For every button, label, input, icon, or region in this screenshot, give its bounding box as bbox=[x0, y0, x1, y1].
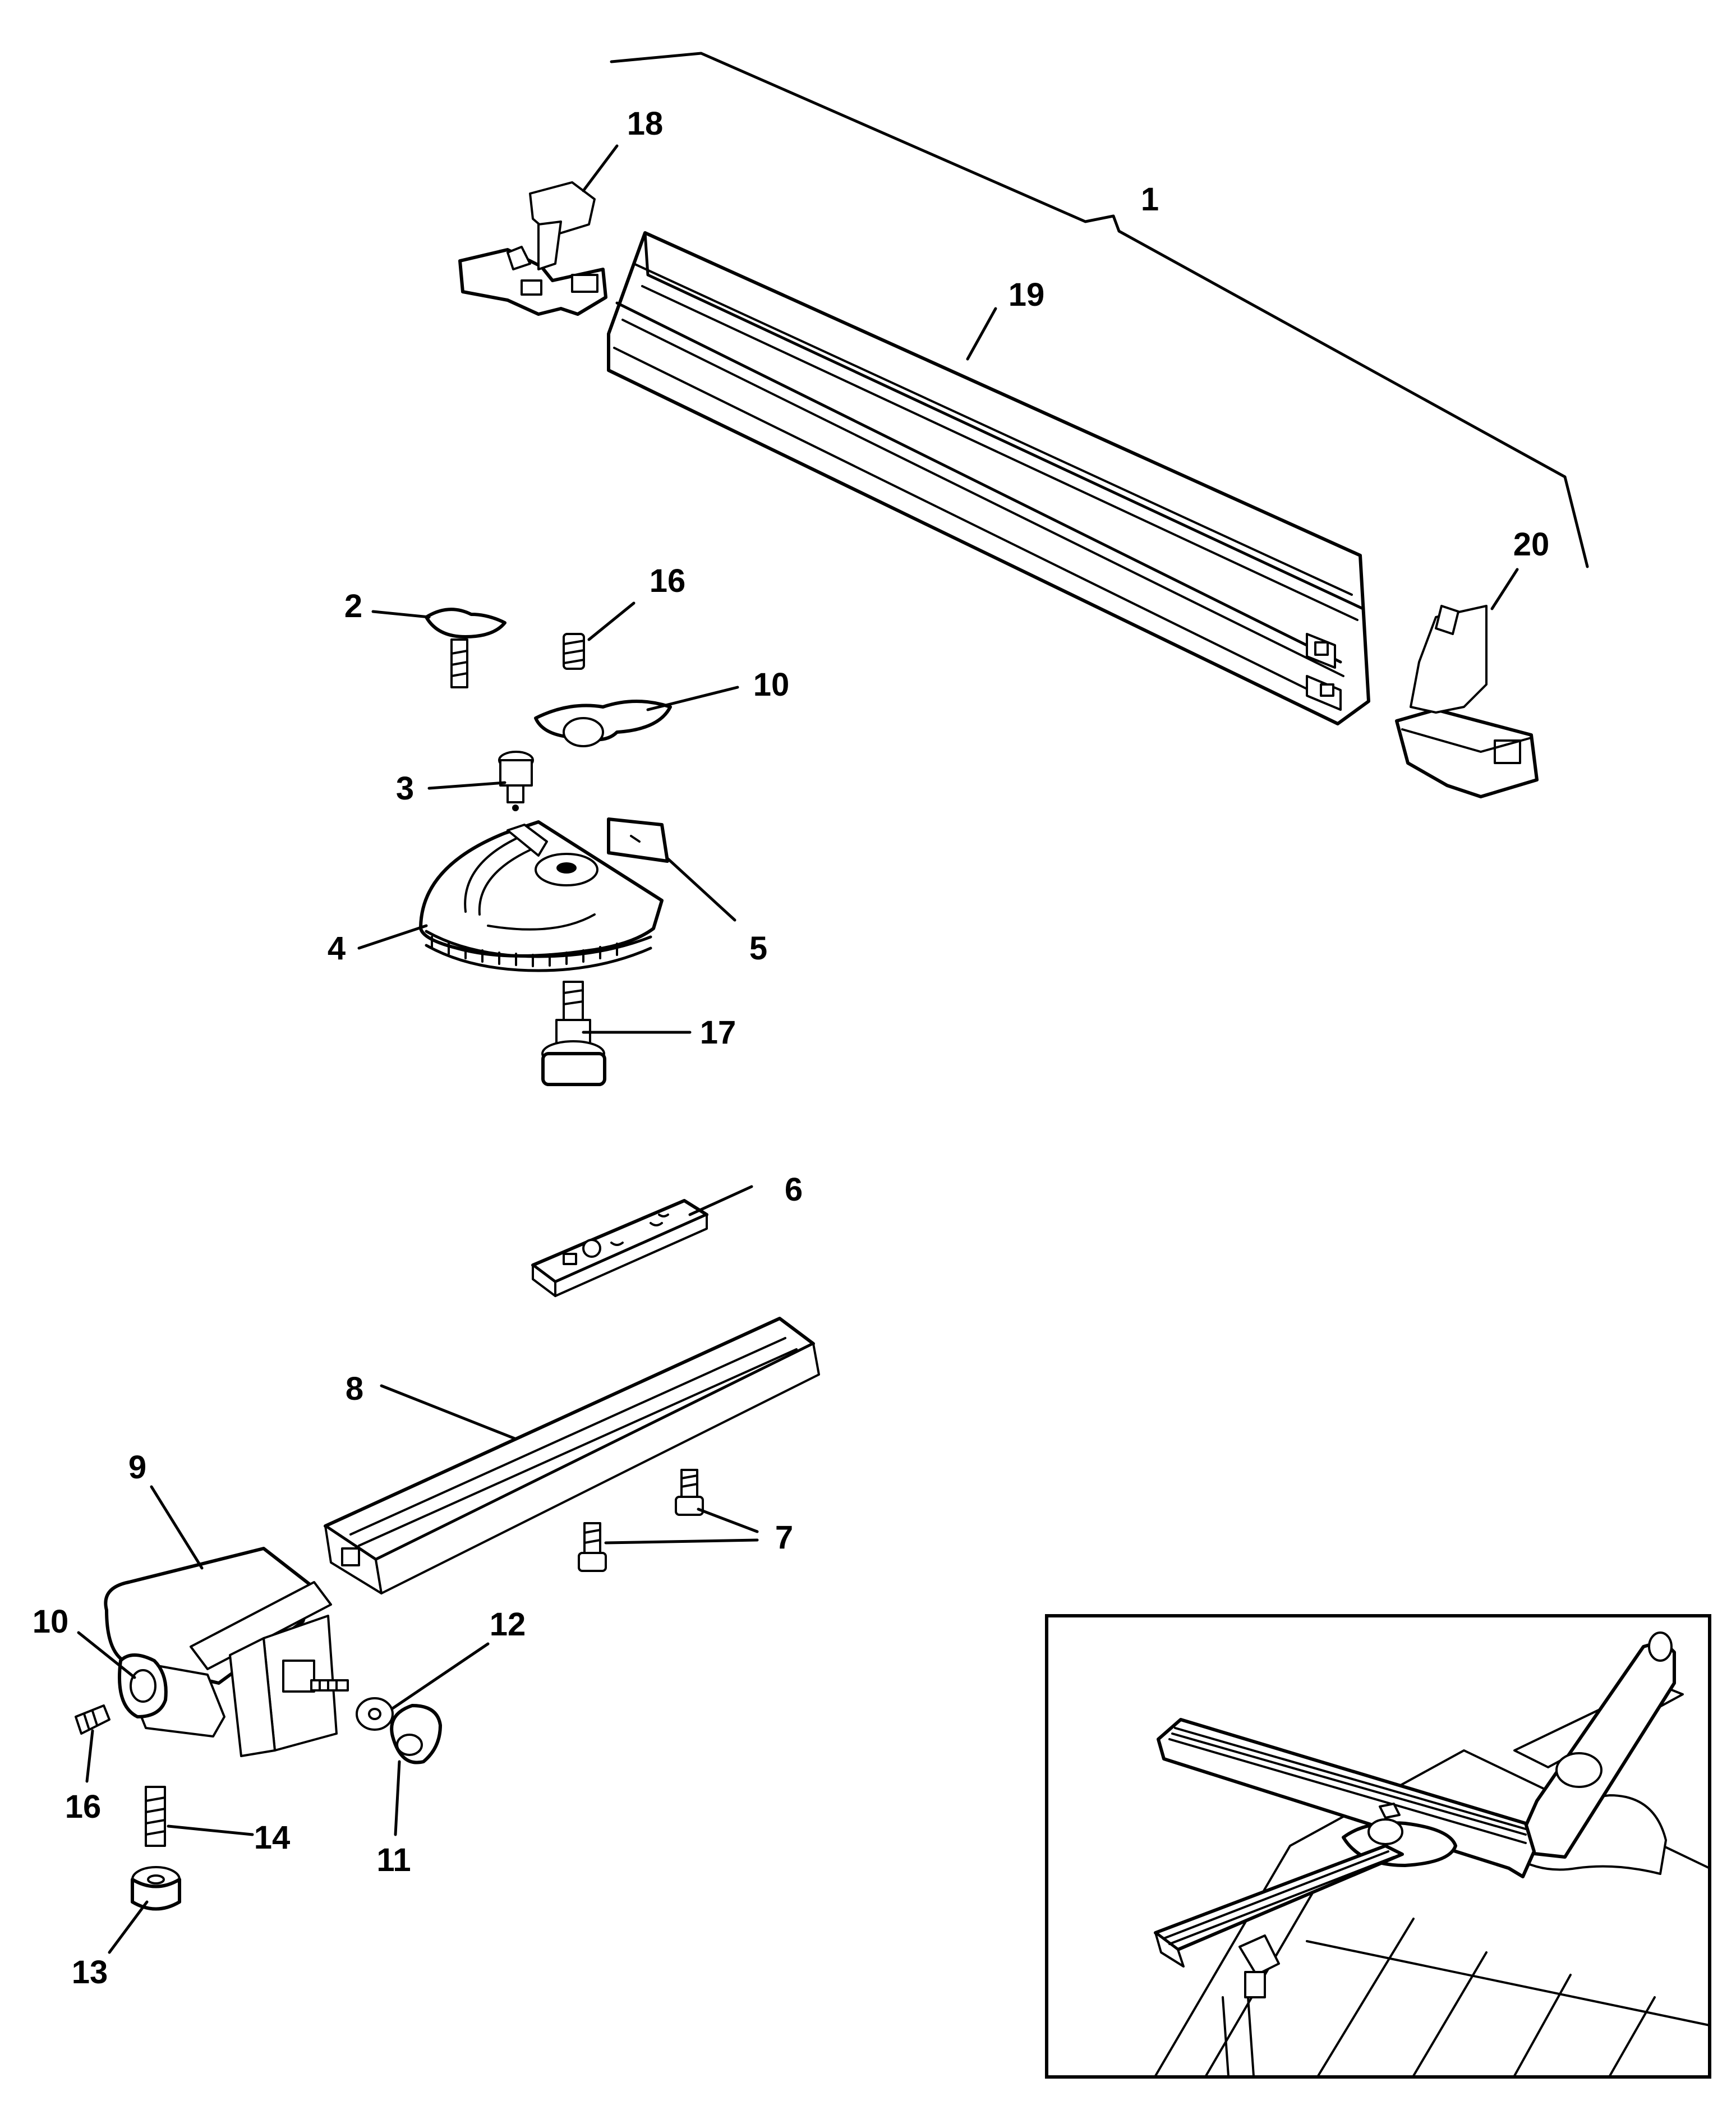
part-19-fence-rail bbox=[607, 231, 1370, 725]
callout-1: 1 bbox=[1141, 181, 1159, 218]
part-6-slide-plate bbox=[531, 1199, 708, 1297]
part-14-threaded-stud bbox=[145, 1786, 166, 1847]
part-16-set-screw-upper bbox=[563, 633, 585, 670]
degree-scale-ticks bbox=[431, 936, 618, 967]
part-12-washer bbox=[356, 1697, 394, 1731]
part-11-wing-nut bbox=[390, 1704, 442, 1764]
part-4-protractor-head bbox=[419, 820, 664, 972]
callout-8: 8 bbox=[346, 1371, 363, 1407]
part-20-end-cap bbox=[1395, 605, 1539, 798]
callout-16-lower: 16 bbox=[65, 1789, 102, 1825]
part-7-screw-b bbox=[578, 1522, 607, 1572]
part-8-miter-bar bbox=[324, 1317, 820, 1594]
callout-6: 6 bbox=[785, 1171, 803, 1208]
part-2-wing-screw bbox=[425, 608, 506, 688]
part-7-screw-a bbox=[675, 1469, 704, 1516]
part-10-wing-nut-upper bbox=[534, 700, 672, 747]
callout-9: 9 bbox=[128, 1449, 146, 1486]
callout-18: 18 bbox=[627, 105, 664, 142]
callout-7: 7 bbox=[775, 1519, 793, 1556]
inset-stop-block bbox=[1222, 1934, 1280, 2077]
part-16-set-screw-lower bbox=[75, 1704, 110, 1735]
part-17-shoulder-bolt bbox=[541, 981, 606, 1086]
leader-lines bbox=[77, 144, 1519, 1954]
part-5-pointer-plate bbox=[607, 817, 669, 863]
callout-10-lower: 10 bbox=[33, 1603, 69, 1640]
part-18-end-cap bbox=[458, 181, 607, 316]
assembled-view-inset bbox=[1045, 1614, 1711, 2079]
part-10-wing-nut-lower bbox=[118, 1653, 168, 1718]
callout-16-upper: 16 bbox=[650, 563, 686, 599]
callout-3: 3 bbox=[396, 770, 414, 807]
inset-blade-guard bbox=[1513, 1631, 1676, 1859]
part-3-pin bbox=[498, 751, 534, 811]
callout-12: 12 bbox=[490, 1606, 526, 1643]
callout-13: 13 bbox=[72, 1954, 108, 1991]
callout-19: 19 bbox=[1009, 277, 1045, 313]
assembly-bracket-1 bbox=[610, 52, 1589, 568]
callout-17: 17 bbox=[700, 1014, 736, 1051]
callout-labels: 1 18 19 20 2 16 10 3 5 4 17 6 8 9 7 10 1… bbox=[33, 105, 1550, 1991]
part-9-stop-block bbox=[104, 1547, 349, 1757]
callout-2: 2 bbox=[344, 588, 362, 624]
inset-miter-bar bbox=[1154, 1844, 1404, 1968]
callout-4: 4 bbox=[328, 930, 346, 967]
callout-5: 5 bbox=[749, 930, 767, 967]
callout-11: 11 bbox=[376, 1842, 411, 1878]
callout-20: 20 bbox=[1513, 526, 1550, 563]
part-13-nut bbox=[131, 1866, 181, 1911]
callout-14: 14 bbox=[254, 1819, 291, 1856]
callout-10-upper: 10 bbox=[753, 667, 790, 703]
